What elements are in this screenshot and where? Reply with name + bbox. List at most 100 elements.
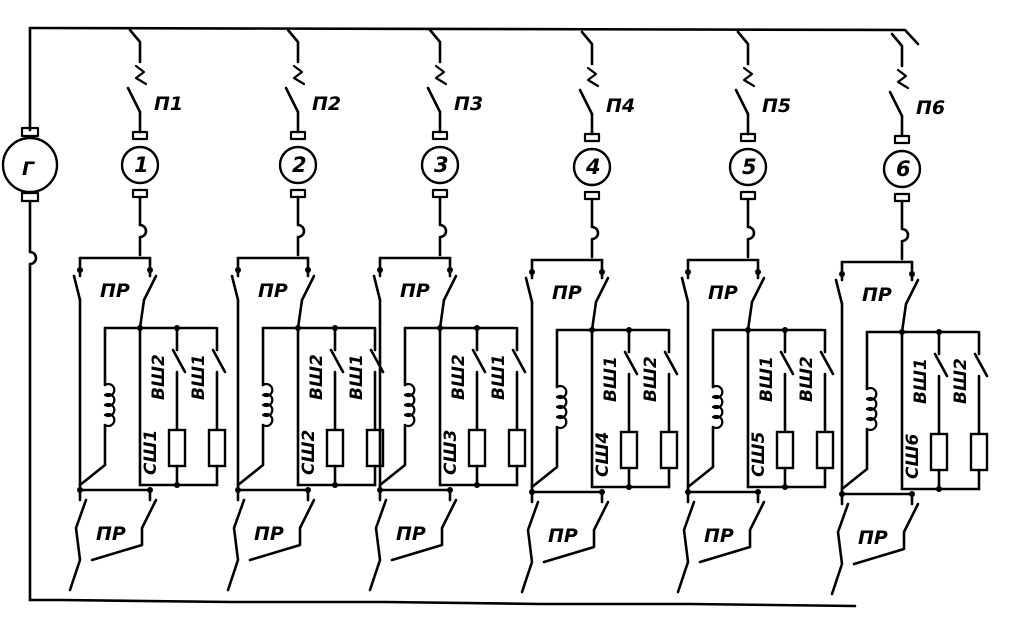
relay-top-dot-right	[147, 267, 153, 273]
motor-wire	[438, 195, 448, 257]
relay-bottom-label: ПР	[396, 523, 426, 545]
shunt-switch-a	[471, 326, 487, 374]
relay-top-dot-right	[909, 271, 915, 277]
motor-wire	[590, 197, 600, 259]
series-winding-label: СШ1	[141, 430, 161, 475]
switch-blade	[734, 88, 750, 116]
relay-bottom-label: ПР	[548, 525, 578, 547]
motor-wire	[138, 195, 148, 257]
series-winding-label: СШ2	[299, 430, 319, 475]
relay-bottom-label: ПР	[858, 527, 888, 549]
relay-bottom-dot-right	[305, 487, 311, 493]
shunt-switch-b	[211, 326, 227, 374]
shunt-resistor-a	[929, 432, 949, 472]
shunt-wire-bottom	[475, 464, 519, 487]
relay-bottom-dot-left	[377, 487, 383, 493]
shunt-wire-bottom	[627, 466, 671, 489]
shunt-dot-bottom	[936, 486, 942, 492]
motor-brush-top	[739, 132, 757, 143]
relay-bottom-dot-left	[529, 489, 535, 495]
series-coil	[865, 386, 878, 432]
motor-number: 4	[585, 155, 601, 179]
motor-symbol	[278, 145, 318, 185]
series-coil	[711, 384, 724, 430]
shunt-switch-b	[511, 326, 527, 374]
switch-label: П6	[916, 97, 945, 119]
series-winding-label: СШ3	[441, 430, 461, 475]
shunt-switch-b	[663, 328, 679, 376]
series-winding-label: СШ5	[749, 432, 769, 477]
shunt-switch-b	[819, 328, 835, 376]
switch-label: П2	[312, 93, 341, 115]
shunt-resistor-b	[969, 432, 989, 472]
shunt-dot-bottom	[626, 484, 632, 490]
shunt-resistor-b	[507, 428, 527, 468]
relay-top-right-contact	[300, 256, 316, 302]
fuse-symbol	[742, 66, 756, 88]
junction-dot	[899, 329, 905, 335]
relay-top-label: ПР	[708, 282, 738, 304]
relay-bottom-dot-left	[77, 487, 83, 493]
feeder-wire	[286, 28, 300, 64]
shunt-wire-bottom	[175, 464, 219, 487]
motor-wire	[900, 199, 910, 261]
generator-label: Г	[22, 158, 35, 180]
relay-top-right-contact	[750, 258, 766, 304]
shunt-wire-bottom	[783, 466, 827, 489]
relay-top-right-contact	[904, 260, 920, 306]
shunt-resistor-a	[325, 428, 345, 468]
relay-bottom-dot-right	[147, 487, 153, 493]
shunt-label-a: ВШ1	[601, 356, 621, 402]
motor-symbol	[882, 149, 922, 189]
relay-top-label: ПР	[862, 284, 892, 306]
switch-blade	[126, 86, 142, 114]
motor-number: 2	[292, 153, 307, 177]
relay-top-dot-right	[599, 269, 605, 275]
relay-top-dot-left	[685, 269, 691, 275]
feeder-wire	[736, 30, 750, 66]
bottom-bus	[28, 598, 857, 608]
top-bus	[28, 26, 920, 46]
motor-symbol	[572, 147, 612, 187]
relay-top-left-contact	[680, 258, 690, 304]
relay-bottom-dot-right	[755, 489, 761, 495]
shunt-label-b: ВШ2	[951, 358, 971, 404]
coil-wire-bottom	[530, 425, 559, 489]
shunt-switch-a	[623, 328, 639, 376]
shunt-label-b: ВШ1	[347, 354, 367, 400]
switch-blade	[578, 88, 594, 116]
shunt-dot-bottom	[474, 482, 480, 488]
fuse-symbol	[434, 64, 448, 86]
shunt-wire-bottom	[333, 464, 377, 487]
relay-top-dot-left	[839, 271, 845, 277]
feeder-wire	[890, 32, 904, 68]
junction-dot	[137, 325, 143, 331]
relay-bottom-left-contact	[68, 488, 88, 592]
shunt-dot-a	[782, 327, 788, 333]
motor-number: 3	[434, 153, 449, 177]
series-winding-label: СШ4	[593, 432, 613, 477]
shunt-switch-a	[779, 328, 795, 376]
relay-top-dot-left	[377, 267, 383, 273]
shunt-dot-bottom	[332, 482, 338, 488]
relay-top-label: ПР	[100, 280, 130, 302]
relay-bottom-left-contact	[830, 492, 850, 596]
junction-dot	[589, 327, 595, 333]
shunt-dot-a	[474, 325, 480, 331]
shunt-resistor-a	[775, 430, 795, 470]
shunt-resistor-a	[167, 428, 187, 468]
motor-symbol	[120, 145, 160, 185]
relay-top-dot-left	[529, 269, 535, 275]
shunt-resistor-b	[207, 428, 227, 468]
motor-brush-top	[583, 132, 601, 143]
shunt-resistor-a	[619, 430, 639, 470]
relay-top-left-contact	[524, 258, 534, 304]
relay-bottom-left-contact	[676, 490, 696, 594]
relay-bottom-left-contact	[368, 488, 388, 592]
relay-top-label: ПР	[552, 282, 582, 304]
